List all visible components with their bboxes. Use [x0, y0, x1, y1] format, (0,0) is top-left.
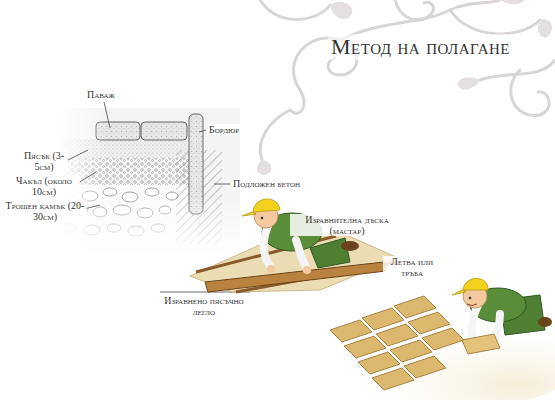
- drawing-line: [214, 184, 230, 185]
- drawing-line: [78, 172, 96, 183]
- drawing-line: [104, 102, 110, 128]
- drawing-path: [511, 70, 550, 116]
- drawing-polygon: [404, 356, 446, 378]
- part-label: Подложен бетон: [232, 178, 301, 189]
- drawing-path: [467, 304, 477, 306]
- drawing-path: [500, 0, 526, 4]
- drawing-ellipse: [538, 317, 552, 327]
- drawing-path: [395, 0, 433, 20]
- drawing-circle: [267, 265, 275, 273]
- part-label: Изравнено пясъчно легло: [162, 295, 246, 317]
- drawing-line: [68, 150, 88, 160]
- drawing-polygon: [372, 368, 414, 390]
- page-title: Метод на полагане: [328, 34, 513, 60]
- drawing-polygon: [462, 334, 500, 354]
- drawing-path: [472, 305, 478, 340]
- drawing-path: [290, 90, 304, 113]
- floral-leaves: [257, 0, 552, 175]
- part-label: Чакъл (около 10см): [8, 175, 80, 197]
- drawing-path: [480, 60, 555, 80]
- drawing-path: [463, 278, 488, 290]
- drawing-path: [257, 160, 271, 175]
- drawing-circle: [303, 266, 311, 274]
- worker-levelling: [190, 199, 398, 292]
- drawing-path: [264, 226, 270, 266]
- part-label: Трошен камък (20-30см): [3, 200, 87, 222]
- leader-lines: [68, 102, 381, 292]
- drawing-path: [253, 199, 280, 212]
- cross-section: [58, 106, 248, 256]
- drawing-path: [538, 19, 552, 38]
- drawing-rect: [58, 106, 248, 256]
- drawing-path: [296, 240, 306, 267]
- part-label: Паваж: [86, 89, 116, 100]
- worker-laying: [320, 278, 555, 400]
- floral-ornament: [260, 0, 555, 160]
- part-label: Летва или тръба: [383, 256, 441, 278]
- drawing-polygon: [422, 328, 464, 350]
- drawing-path: [458, 77, 480, 89]
- drawing-path: [452, 290, 466, 295]
- part-label: Изравнителна дъска (мастар): [290, 214, 404, 236]
- drawing-ellipse: [341, 241, 359, 251]
- drawing-circle: [261, 217, 264, 220]
- drawing-g: [330, 296, 464, 390]
- drawing-circle: [469, 297, 472, 300]
- drawing-polygon: [190, 232, 398, 292]
- part-label: Пясък (3-5см): [20, 150, 68, 172]
- drawing-path: [242, 212, 256, 216]
- drawing-line: [199, 130, 206, 132]
- drawing-path: [330, 2, 352, 19]
- part-label: Бордюр: [208, 124, 240, 135]
- drawing-rect: [58, 106, 248, 256]
- drawing-path: [450, 10, 540, 34]
- drawing-path: [260, 0, 330, 19]
- drawing-path: [260, 110, 290, 160]
- drawing-polygon: [205, 262, 386, 292]
